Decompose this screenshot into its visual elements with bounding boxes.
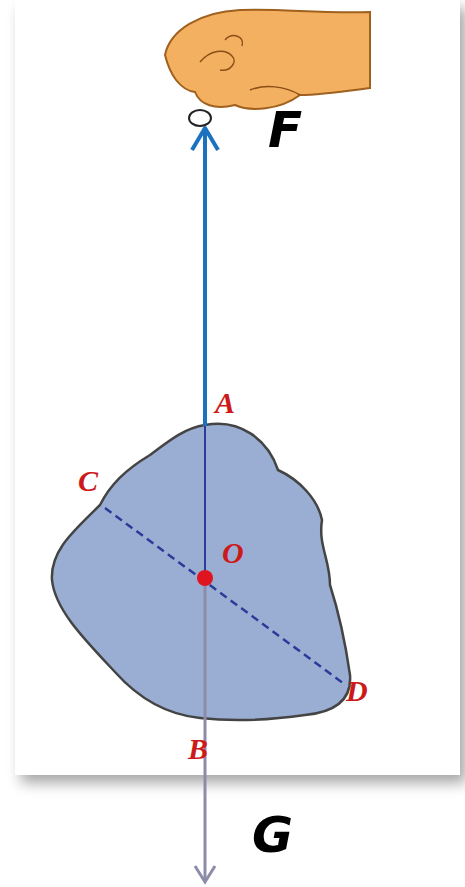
force-label: F	[268, 105, 302, 155]
card	[15, 0, 460, 775]
point-label: A	[215, 388, 235, 418]
force-f-head	[192, 128, 218, 150]
point-label: O	[222, 538, 244, 568]
hand	[165, 10, 370, 126]
point-label: D	[346, 676, 368, 706]
force-g-head	[195, 866, 215, 882]
point-label: C	[78, 466, 98, 496]
plumb-line	[204, 426, 206, 578]
force-label: G	[252, 810, 293, 860]
point-label: B	[188, 734, 208, 764]
force-f-arrow	[203, 132, 207, 426]
force-g-arrow	[204, 578, 207, 880]
body-outline	[52, 424, 350, 720]
line-cd	[105, 508, 343, 683]
center-of-gravity	[197, 570, 213, 586]
